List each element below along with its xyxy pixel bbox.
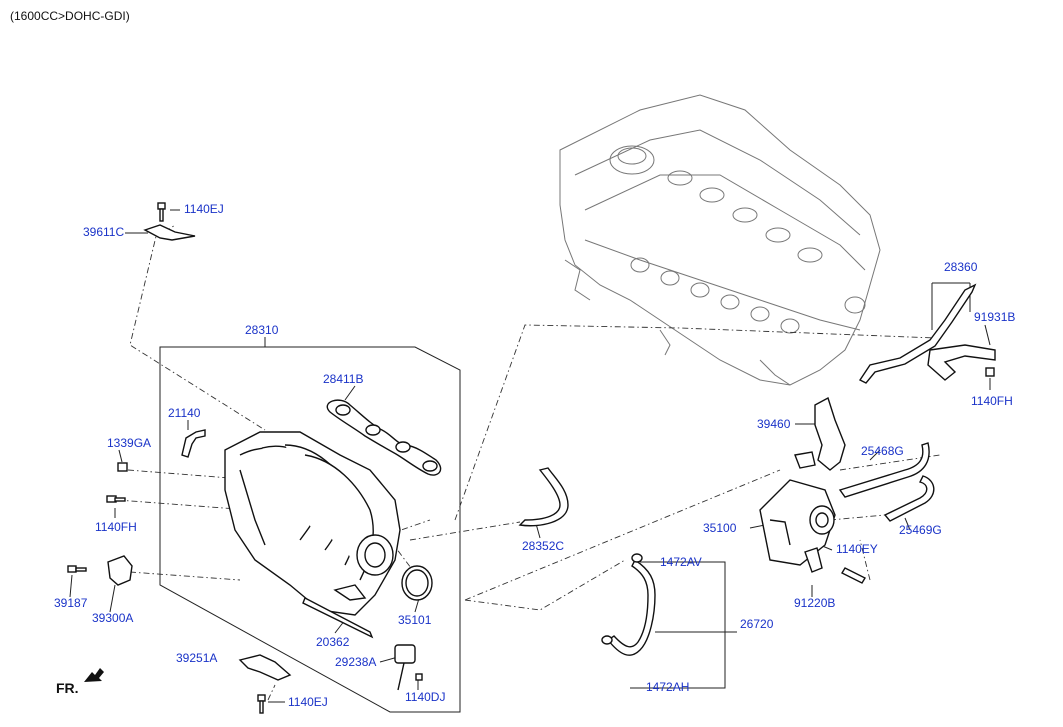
label-39460: 39460 <box>757 417 791 431</box>
bolt-39187 <box>67 565 87 573</box>
label-39251a: 39251A <box>176 651 217 665</box>
label-39187: 39187 <box>54 596 88 610</box>
bracket-91931b <box>927 344 996 381</box>
hose-28352c <box>518 467 569 527</box>
bolt-1140dj <box>415 673 423 681</box>
hose-21140 <box>181 429 206 458</box>
hose-25468g <box>838 442 930 498</box>
clamp-39460 <box>794 451 816 469</box>
bracket-39251a <box>238 654 292 681</box>
label-1140ej-bottom: 1140EJ <box>288 695 328 709</box>
gasket-28411b <box>326 399 442 476</box>
sensor-91220b <box>804 547 823 573</box>
label-91931b: 91931B <box>974 310 1015 324</box>
bolt-1140ey <box>841 567 866 584</box>
label-39611c: 39611C <box>83 225 124 239</box>
label-35100: 35100 <box>703 521 737 535</box>
label-20362: 20362 <box>316 635 350 649</box>
nut-1339ga <box>117 462 128 472</box>
actuator-29238a <box>394 644 416 691</box>
label-1140ej-top: 1140EJ <box>184 202 224 216</box>
label-26720: 26720 <box>740 617 774 631</box>
bolt-1140ej-top <box>157 202 166 222</box>
label-28310: 28310 <box>245 323 279 337</box>
label-1472ah: 1472AH <box>646 680 689 694</box>
clamp-1472av <box>631 553 643 563</box>
label-1339ga: 1339GA <box>107 436 151 450</box>
bracket-39611c <box>143 224 196 241</box>
label-1140fh-left: 1140FH <box>95 520 137 534</box>
gasket-35101 <box>401 565 433 601</box>
label-28352c: 28352C <box>522 539 564 553</box>
leader-lines <box>69 209 991 713</box>
label-28411b: 28411B <box>323 372 363 386</box>
label-1140ey: 1140EY <box>836 542 878 556</box>
pipe-28360 <box>858 283 977 384</box>
label-21140: 21140 <box>168 406 201 420</box>
sensor-39300a <box>107 555 133 586</box>
front-arrow: FR. <box>56 668 104 696</box>
label-1140dj: 1140DJ <box>405 690 445 704</box>
label-35101: 35101 <box>398 613 432 627</box>
throttle-body-35100 <box>759 479 836 566</box>
clamp-1472ah <box>601 635 613 645</box>
hose-25469g <box>883 475 935 522</box>
bolt-1140fh-left <box>106 495 126 503</box>
bolt-1140ej-bottom <box>257 694 266 714</box>
front-label: FR. <box>56 680 79 696</box>
hose-26720 <box>606 558 656 656</box>
bracket-39460 <box>814 396 846 471</box>
label-91220b: 91220B <box>794 596 835 610</box>
label-25468g: 25468G <box>861 444 904 458</box>
bolt-1140fh-right <box>985 367 995 377</box>
rod-20362 <box>302 597 374 639</box>
label-39300a: 39300A <box>92 611 133 625</box>
label-1140fh-right: 1140FH <box>971 394 1013 408</box>
engine-spec-header: (1600CC>DOHC-GDI) <box>10 9 130 23</box>
label-28360: 28360 <box>944 260 978 274</box>
intake-manifold-28310 <box>224 431 401 616</box>
label-29238a: 29238A <box>335 655 376 669</box>
engine-block-drawing <box>559 94 881 386</box>
label-1472av: 1472AV <box>660 555 702 569</box>
label-25469g: 25469G <box>899 523 942 537</box>
